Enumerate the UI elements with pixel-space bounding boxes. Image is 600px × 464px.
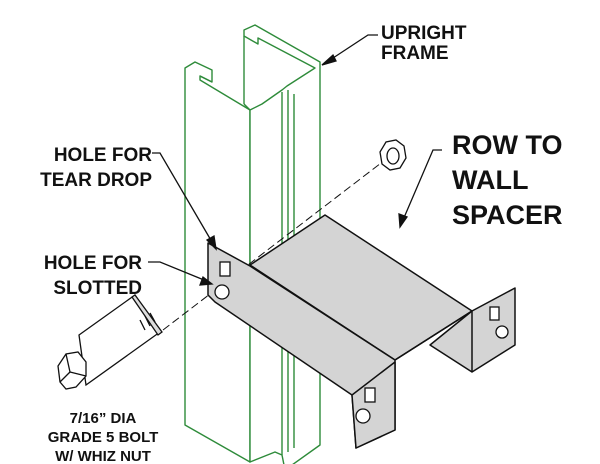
label-line: W/ WHIZ NUT xyxy=(55,447,151,464)
label-line: SLOTTED xyxy=(53,277,142,299)
label-line: TEAR DROP xyxy=(40,169,152,191)
tear-drop-hole-icon xyxy=(219,261,231,277)
whiz-nut-icon xyxy=(379,139,407,171)
upright-frame-label: UPRIGHT FRAME xyxy=(381,24,467,64)
bolt-icon xyxy=(57,294,163,390)
label-line: UPRIGHT xyxy=(381,23,467,44)
label-line: GRADE 5 BOLT xyxy=(47,428,159,446)
leader-lines xyxy=(148,34,442,286)
spacer-holes xyxy=(214,261,509,424)
label-line: WALL xyxy=(452,165,529,196)
label-line: HOLE FOR xyxy=(43,253,142,274)
hole-slotted-label: HOLE FOR SLOTTED xyxy=(20,252,142,301)
label-line: ROW TO xyxy=(452,130,563,160)
label-line: SPACER xyxy=(452,200,563,231)
bolt-axis-line xyxy=(162,159,386,331)
row-to-wall-spacer-label: ROW TO WALL SPACER xyxy=(452,128,563,233)
bolt-label: 7/16” DIA GRADE 5 BOLT W/ WHIZ NUT xyxy=(33,410,173,464)
label-line: FRAME xyxy=(381,42,449,64)
label-line: HOLE FOR xyxy=(53,145,152,166)
label-line: 7/16” DIA xyxy=(69,410,137,427)
slotted-hole-icon xyxy=(214,284,230,300)
hole-tear-drop-label: HOLE FOR TEAR DROP xyxy=(20,144,152,193)
